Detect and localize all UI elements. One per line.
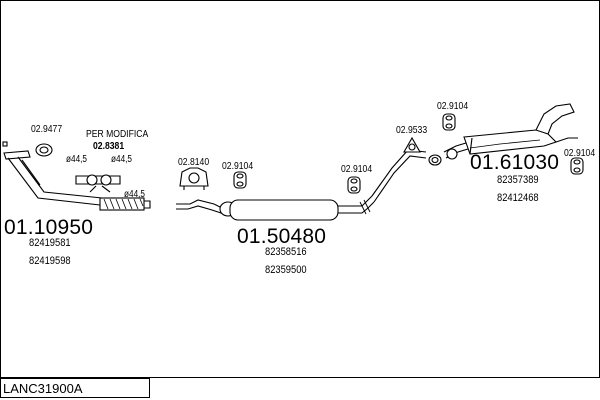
part-code-01-50480: 01.50480 xyxy=(237,225,327,248)
rear-silencer-drawing xyxy=(443,103,578,160)
hanger-02-9104-b-drawing xyxy=(347,176,361,194)
part-code-01-10950: 01.10950 xyxy=(4,216,94,239)
rubber-mount-02-8140-drawing xyxy=(179,167,209,190)
diagram-frame xyxy=(0,0,600,378)
fitting-label-02-9104-c: 02.9104 xyxy=(437,100,469,112)
diameter-label-1: ø44,5 xyxy=(66,154,87,165)
fitting-label-02-9533: 02.9533 xyxy=(396,124,428,136)
hanger-02-9104-a-drawing xyxy=(233,171,247,189)
fitting-label-02-8140: 02.8140 xyxy=(178,156,210,168)
hanger-02-9104-c-drawing xyxy=(442,113,456,131)
clamp-kit-02-8381-drawing xyxy=(75,174,121,193)
oem-number: 82412468 xyxy=(497,192,539,204)
diameter-label-2: ø44,5 xyxy=(111,154,132,165)
footer-code: LANC31900A xyxy=(3,381,83,396)
oem-number: 82357389 xyxy=(497,174,539,186)
fitting-label-02-8381: 02.8381 xyxy=(93,140,125,152)
gasket-02-9533-drawing xyxy=(403,136,442,166)
footer-code-box xyxy=(0,378,150,398)
middle-silencer-drawing xyxy=(176,195,375,221)
oem-number: 82358516 xyxy=(265,246,307,258)
fitting-label-02-9104-d: 02.9104 xyxy=(564,147,596,159)
hanger-02-9104-d-drawing xyxy=(570,157,584,175)
fitting-label-02-9477: 02.9477 xyxy=(31,123,63,135)
oem-number: 82359500 xyxy=(265,264,307,276)
part-code-01-61030: 01.61030 xyxy=(470,151,560,174)
fitting-label-02-9104-a: 02.9104 xyxy=(222,160,254,172)
modification-note: PER MODIFICA xyxy=(86,128,149,140)
diameter-label-3: ø44,5 xyxy=(124,189,145,200)
gasket-02-9477-drawing xyxy=(35,143,53,157)
fitting-label-02-9104-b: 02.9104 xyxy=(341,163,373,175)
oem-number: 82419581 xyxy=(29,237,71,249)
connecting-pipe-drawing xyxy=(371,149,427,203)
front-pipe-drawing xyxy=(2,141,151,211)
oem-number: 82419598 xyxy=(29,255,71,267)
